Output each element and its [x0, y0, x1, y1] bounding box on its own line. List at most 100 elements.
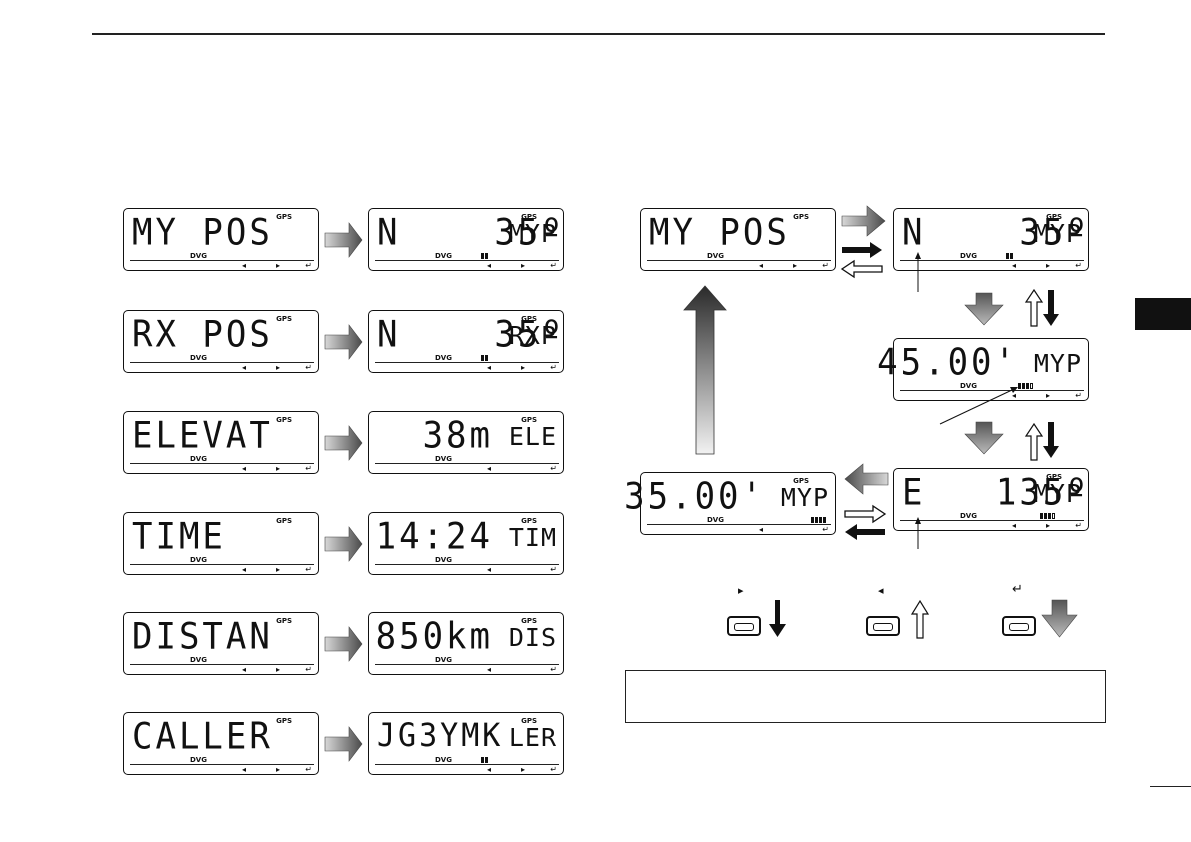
left-arrow-icon: ◂	[486, 464, 491, 473]
left-arrow-icon: ◂	[486, 363, 491, 372]
lcd-flow-lon-deg: E 135º MYP GPS DVG ◂ ▸ ↵	[893, 468, 1089, 531]
left-arrow-icon: ◂	[241, 363, 246, 372]
enter-arrow-icon: ↵	[822, 525, 829, 534]
lcd-text: 38m	[422, 414, 493, 458]
menu-to-detail-arrow-icon	[324, 222, 363, 258]
enter-arrow-icon: ↵	[305, 665, 312, 674]
lcd-suffix: MYP	[780, 483, 829, 512]
gps-indicator: GPS	[521, 213, 537, 221]
left-arrow-icon: ◂	[241, 565, 246, 574]
cursor-pointer-head	[1010, 387, 1018, 393]
enter-arrow-icon: ↵	[305, 565, 312, 574]
right-arrow-icon: ▸	[1045, 261, 1050, 270]
right-key-down-arrow-icon	[1043, 422, 1059, 458]
gps-indicator: GPS	[276, 416, 292, 424]
enter-down-arrow-icon	[964, 292, 1004, 326]
enter-key-icon	[1002, 616, 1036, 636]
right-key-flow-arrow-icon	[842, 242, 882, 258]
gps-indicator: GPS	[521, 717, 537, 725]
lcd-suffix: ELE	[508, 422, 557, 451]
dvg-indicator: DVG	[190, 455, 207, 463]
lcd-text: RX POS	[132, 313, 273, 357]
enter-arrow-icon: ↵	[550, 363, 557, 372]
lcd-text: 45.00'	[877, 341, 1018, 385]
right-arrow-icon: ▸	[792, 261, 797, 270]
right-arrow-icon: ▸	[520, 765, 525, 774]
right-arrow-icon: ▸	[1045, 391, 1050, 400]
right-key-flow-arrow-icon	[845, 524, 885, 540]
enter-arrow-icon: ↵	[305, 261, 312, 270]
gps-indicator: GPS	[276, 517, 292, 525]
lcd-flow-lat-deg: N 35º MYP GPS DVG ◂ ▸ ↵	[893, 208, 1089, 271]
enter-arrow-icon: ↵	[550, 765, 557, 774]
left-column-arrows	[324, 222, 363, 762]
gps-indicator: GPS	[793, 213, 809, 221]
dvg-indicator: DVG	[435, 756, 452, 764]
right-arrow-icon: ▸	[520, 261, 525, 270]
lcd-text: ELEVAT	[132, 414, 273, 458]
left-key-icon	[866, 616, 900, 636]
top-rule	[92, 33, 1105, 35]
enter-arrow-icon: ↵	[1075, 521, 1082, 530]
note-box	[625, 670, 1106, 723]
lcd-suffix: LER	[508, 723, 557, 752]
enter-down-arrow-icon	[964, 421, 1004, 455]
right-key-down-arrow-icon	[1043, 290, 1059, 326]
enter-arrow-icon: ↵	[305, 363, 312, 372]
gps-indicator: GPS	[276, 315, 292, 323]
lcd-menu-my-pos: MY POS GPS DVG ◂ ▸ ↵	[123, 208, 319, 271]
lcd-text: 850km	[375, 615, 493, 659]
dvg-indicator: DVG	[435, 252, 452, 260]
left-key-flow-arrow-icon	[840, 259, 883, 279]
lcd-detail-rx-pos: N 35º RXP GPS DVG ◂ ▸ ↵	[368, 310, 564, 373]
right-arrow-icon: ▸	[1045, 521, 1050, 530]
lcd-text: 14:24	[375, 515, 493, 559]
gps-indicator: GPS	[1046, 473, 1062, 481]
left-arrow-icon: ◂	[1011, 391, 1016, 400]
left-arrow-icon: ◂	[486, 565, 491, 574]
menu-to-detail-arrow-icon	[324, 726, 363, 762]
lcd-suffix: TIM	[508, 523, 557, 552]
lcd-menu-rx-pos: RX POS GPS DVG ◂ ▸ ↵	[123, 310, 319, 373]
lcd-detail-time: 14:24 TIM GPS DVG ◂ ↵	[368, 512, 564, 575]
enter-arrow-icon: ↵	[1075, 391, 1082, 400]
cursor-pointer-head	[915, 517, 921, 524]
cursor-pointer-head	[915, 252, 921, 259]
lcd-menu-time: TIME GPS DVG ◂ ▸ ↵	[123, 512, 319, 575]
lcd-detail-distan: 850km DIS GPS DVG ◂ ↵	[368, 612, 564, 675]
dvg-indicator: DVG	[960, 382, 977, 390]
dvg-indicator: DVG	[190, 556, 207, 564]
left-arrow-icon: ◂	[241, 464, 246, 473]
enter-arrow-icon: ↵	[1075, 261, 1082, 270]
gps-indicator: GPS	[1046, 213, 1062, 221]
right-arrow-icon: ▸	[275, 464, 280, 473]
section-tab	[1135, 298, 1191, 330]
flow-arrows	[683, 205, 1059, 549]
left-arrow-icon: ◂	[241, 765, 246, 774]
enter-arrow-icon: ↵	[550, 665, 557, 674]
enter-arrow-icon: ↵	[550, 464, 557, 473]
enter-arrow-icon: ↵	[550, 261, 557, 270]
lcd-flow-start: MY POS GPS DVG ◂ ▸ ↵	[640, 208, 836, 271]
dvg-indicator: DVG	[707, 516, 724, 524]
left-arrow-icon: ◂	[241, 665, 246, 674]
page-number-rule	[1150, 786, 1191, 787]
gps-indicator: GPS	[276, 617, 292, 625]
left-arrow-icon: ◂	[1011, 521, 1016, 530]
right-arrow-icon: ▸	[275, 363, 280, 372]
dvg-indicator: DVG	[435, 556, 452, 564]
lcd-text: TIME	[132, 515, 226, 559]
lcd-text: E 135º	[902, 471, 1090, 515]
dvg-indicator: DVG	[190, 252, 207, 260]
lcd-menu-caller: CALLER GPS DVG ◂ ▸ ↵	[123, 712, 319, 775]
gps-indicator: GPS	[521, 416, 537, 424]
right-arrow-icon: ▸	[275, 765, 280, 774]
lcd-text: N 35º	[902, 211, 1090, 255]
gps-indicator: GPS	[276, 213, 292, 221]
enter-arrow-icon: ↵	[550, 565, 557, 574]
left-arrow-icon: ◂	[758, 525, 763, 534]
gps-indicator: GPS	[521, 517, 537, 525]
gps-indicator: GPS	[521, 617, 537, 625]
dvg-indicator: DVG	[707, 252, 724, 260]
